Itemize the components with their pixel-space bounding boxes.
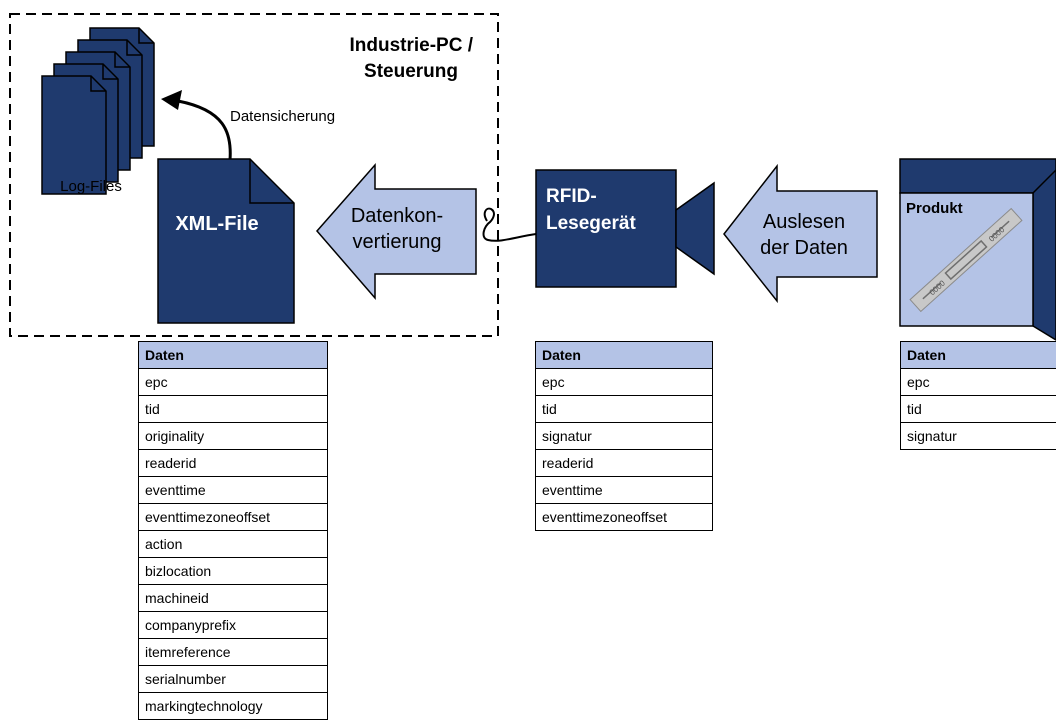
- table-cell: companyprefix: [138, 611, 328, 639]
- table-cell: epc: [138, 368, 328, 396]
- rfid-table-header: Daten: [535, 341, 713, 369]
- table-cell: epc: [535, 368, 713, 396]
- product-data-table: Daten epc tid signatur: [900, 341, 1056, 450]
- table-cell: eventtime: [535, 476, 713, 504]
- table-cell: readerid: [138, 449, 328, 477]
- product-table-header: Daten: [900, 341, 1056, 369]
- table-row: eventtimezoneoffset: [138, 503, 328, 531]
- data-conversion-label-line2: vertierung: [353, 231, 442, 253]
- table-cell: tid: [138, 395, 328, 423]
- rfid-data-table: Daten epc tid signatur readerid eventtim…: [535, 341, 713, 531]
- rfid-reader-icon: [535, 169, 715, 288]
- data-conversion-arrow: [316, 163, 477, 301]
- table-cell: eventtimezoneoffset: [138, 503, 328, 531]
- table-row: epc: [535, 368, 713, 396]
- xml-file-label: XML-File: [175, 213, 258, 235]
- table-row: eventtime: [535, 476, 713, 504]
- xml-data-table: Daten epc tid originality readerid event…: [138, 341, 328, 720]
- backup-label: Datensicherung: [230, 108, 335, 125]
- table-cell: tid: [535, 395, 713, 423]
- table-row: readerid: [138, 449, 328, 477]
- table-cell: markingtechnology: [138, 692, 328, 720]
- data-readout-label-line1: Auslesen: [763, 211, 845, 233]
- table-row: markingtechnology: [138, 692, 328, 720]
- table-row: tid: [900, 395, 1056, 423]
- log-file-icon: [41, 75, 107, 195]
- table-row: machineid: [138, 584, 328, 612]
- table-row: eventtime: [138, 476, 328, 504]
- table-cell: signatur: [535, 422, 713, 450]
- xml-file-icon: [157, 158, 295, 324]
- table-row: serialnumber: [138, 665, 328, 693]
- table-row: epc: [138, 368, 328, 396]
- data-readout-arrow: [723, 163, 878, 304]
- industrial-pc-frame: [9, 13, 499, 337]
- table-row: itemreference: [138, 638, 328, 666]
- table-cell: bizlocation: [138, 557, 328, 585]
- data-conversion-label-line1: Datenkon-: [351, 205, 443, 227]
- table-cell: signatur: [900, 422, 1056, 450]
- rfid-reader-label-line1: RFID-: [546, 186, 597, 207]
- table-row: signatur: [900, 422, 1056, 450]
- table-row: tid: [535, 395, 713, 423]
- table-row: companyprefix: [138, 611, 328, 639]
- table-row: originality: [138, 422, 328, 450]
- xml-table-header: Daten: [138, 341, 328, 369]
- product-label: Produkt: [906, 200, 963, 217]
- table-row: tid: [138, 395, 328, 423]
- table-cell: readerid: [535, 449, 713, 477]
- industrial-pc-title-line2: Steuerung: [364, 61, 458, 82]
- table-cell: serialnumber: [138, 665, 328, 693]
- table-cell: machineid: [138, 584, 328, 612]
- table-cell: eventtimezoneoffset: [535, 503, 713, 531]
- table-row: action: [138, 530, 328, 558]
- log-files-label: Log-Files: [60, 178, 122, 195]
- industrial-pc-title-line1: Industrie-PC /: [349, 35, 473, 56]
- table-row: signatur: [535, 422, 713, 450]
- rfid-tag-icon: 0000 0000: [909, 207, 1023, 313]
- table-cell: eventtime: [138, 476, 328, 504]
- table-cell: originality: [138, 422, 328, 450]
- data-readout-label-line2: der Daten: [760, 237, 848, 259]
- backup-arrow: [177, 99, 232, 161]
- table-row: readerid: [535, 449, 713, 477]
- backup-arrowhead: [161, 90, 182, 110]
- log-files-stack: [41, 27, 155, 195]
- table-cell: tid: [900, 395, 1056, 423]
- table-row: eventtimezoneoffset: [535, 503, 713, 531]
- table-row: epc: [900, 368, 1056, 396]
- table-cell: itemreference: [138, 638, 328, 666]
- rfid-reader-label-line2: Lesegerät: [546, 213, 636, 234]
- table-cell: action: [138, 530, 328, 558]
- connection-cable: [482, 207, 537, 242]
- table-cell: epc: [900, 368, 1056, 396]
- table-row: bizlocation: [138, 557, 328, 585]
